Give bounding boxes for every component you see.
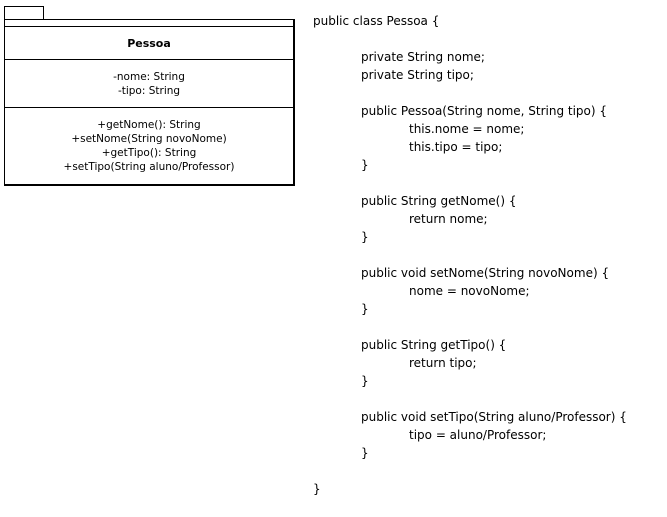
code-line: } — [361, 230, 369, 244]
uml-method: +getTipo(): String — [101, 147, 197, 159]
code-line: public void setNome(String novoNome) { — [361, 266, 610, 280]
code-listing: public class Pessoa { private String nom… — [313, 12, 658, 498]
uml-methods-compartment: +getNome(): String +setNome(String novoN… — [5, 108, 293, 185]
code-line: return nome; — [409, 212, 488, 226]
code-line — [313, 30, 658, 48]
code-line — [313, 318, 658, 336]
code-line — [313, 246, 658, 264]
uml-name-compartment: Pessoa — [5, 27, 293, 60]
uml-attribute: -tipo: String — [117, 84, 181, 97]
uml-method: +getNome(): String — [97, 119, 201, 131]
code-line: this.tipo = tipo; — [409, 140, 503, 154]
code-line: public class Pessoa { — [313, 14, 440, 28]
code-line: } — [361, 374, 369, 388]
code-line: public void setTipo(String aluno/Profess… — [361, 410, 627, 424]
code-line: public Pessoa(String nome, String tipo) … — [361, 104, 608, 118]
code-line: public String getNome() { — [361, 194, 517, 208]
code-line: nome = novoNome; — [409, 284, 530, 298]
uml-method: +setTipo(String aluno/Professor) — [63, 161, 235, 173]
code-line: this.nome = nome; — [409, 122, 525, 136]
uml-attributes-compartment: -nome: String -tipo: String — [5, 60, 293, 108]
uml-attribute: -nome: String — [113, 70, 185, 83]
code-line: tipo = aluno/Professor; — [409, 428, 547, 442]
code-line: private String tipo; — [361, 68, 474, 82]
code-line — [313, 462, 658, 480]
uml-header-strip — [5, 20, 293, 27]
uml-package-tab — [4, 6, 44, 19]
code-line: } — [361, 302, 369, 316]
code-line — [313, 174, 658, 192]
uml-class-name: Pessoa — [127, 36, 171, 50]
code-line: } — [313, 482, 321, 496]
uml-class-box: Pessoa -nome: String -tipo: String +getN… — [4, 19, 295, 186]
code-line: return tipo; — [409, 356, 477, 370]
code-line — [313, 390, 658, 408]
code-line — [313, 84, 658, 102]
code-line: } — [361, 446, 369, 460]
code-line: public String getTipo() { — [361, 338, 507, 352]
uml-method: +setNome(String novoNome) — [71, 133, 227, 145]
code-line: private String nome; — [361, 50, 485, 64]
code-line: } — [361, 158, 369, 172]
